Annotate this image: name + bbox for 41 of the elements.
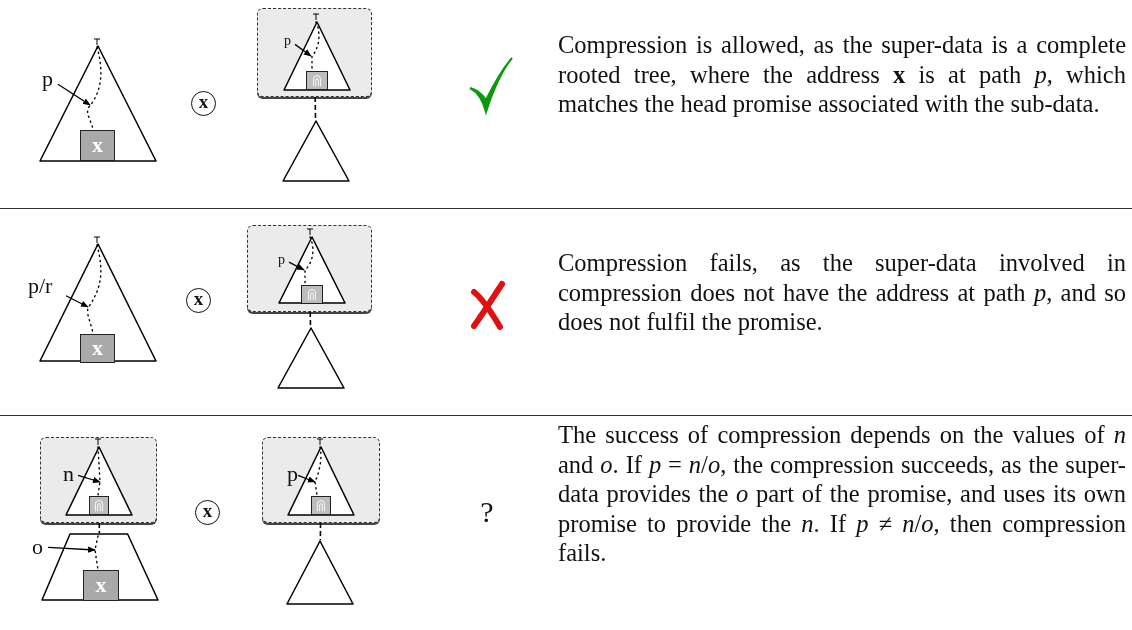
address-box: x xyxy=(80,130,115,161)
leader-line xyxy=(47,546,96,553)
paragraph: Compression is allowed, as the super-data is a complete rooted tree, where the address x is at path p, which matches the head promise associated with the sub-data. xyxy=(558,30,1126,119)
path-label: p/r xyxy=(28,272,66,300)
hole-box xyxy=(89,496,109,515)
dashed-connector xyxy=(309,311,312,328)
shaded-dashed-box xyxy=(257,8,372,97)
leader-line xyxy=(288,261,305,271)
tree-triangle xyxy=(282,21,352,91)
tree-triangle xyxy=(64,446,134,516)
question-mark: ? xyxy=(479,497,495,527)
leader-line xyxy=(297,474,316,483)
path-label: n xyxy=(63,463,79,485)
tree-triangle xyxy=(277,236,347,304)
hole-box xyxy=(306,71,328,90)
shaded-dashed-box xyxy=(247,225,372,312)
dashed-connector xyxy=(314,96,317,121)
path-label: p xyxy=(42,66,58,92)
shaded-dashed-box xyxy=(262,437,380,523)
paragraph: Compression fails, as the super-data involved in compression does not have the address at path p, and so does not fulfil the promise. xyxy=(558,248,1126,337)
path-label: p xyxy=(284,32,296,50)
leader-line xyxy=(294,43,312,57)
tree-triangle xyxy=(285,540,355,605)
hole-box xyxy=(311,496,331,515)
tree-triangle xyxy=(281,120,351,182)
tree-triangle xyxy=(38,45,158,162)
hole-box xyxy=(301,285,323,304)
path-label: p xyxy=(287,463,299,485)
address-box: x xyxy=(80,334,115,363)
leader-line xyxy=(65,295,89,308)
shaded-dashed-box xyxy=(40,437,157,523)
dashed-connector xyxy=(319,522,322,541)
path-label: o xyxy=(32,536,48,558)
address-box: x xyxy=(83,570,119,601)
tree-trapezoid xyxy=(40,533,160,601)
tree-triangle xyxy=(276,327,346,389)
dashed-connector xyxy=(98,522,101,534)
path-label: p xyxy=(278,251,290,269)
tree-triangle xyxy=(286,446,356,516)
leader-line xyxy=(57,83,91,106)
leader-line xyxy=(77,474,101,483)
